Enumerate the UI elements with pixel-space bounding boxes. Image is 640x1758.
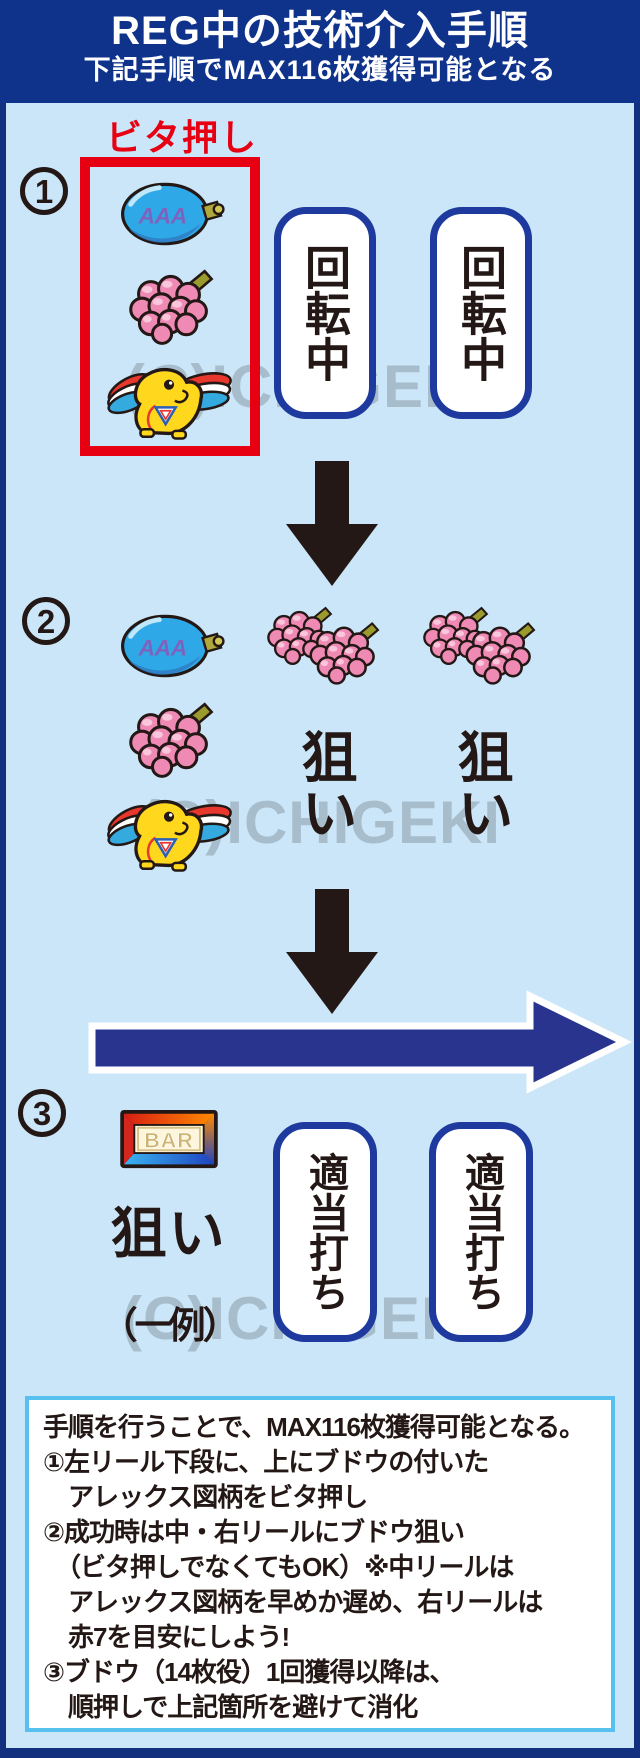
grapes-symbol — [128, 702, 213, 778]
bar-symbol — [118, 1108, 219, 1169]
footnote-line: ②成功時は中・右リールにブドウ狙い — [43, 1517, 465, 1547]
reel-cell — [95, 357, 243, 441]
instruction-label: 回転中 — [455, 244, 507, 382]
grapes-double-symbol — [256, 604, 394, 688]
page-subtitle: 下記手順でMAX116枚獲得可能となる — [83, 55, 557, 85]
step-number-3: 3 — [18, 1089, 66, 1137]
footnote-line: アレックス図柄をビタ押し — [43, 1482, 368, 1512]
instruction-label: 狙い — [450, 728, 513, 840]
right-arrow-icon — [88, 990, 632, 1094]
instruction-label: 適当打ち — [303, 1152, 347, 1312]
footnote-line: 順押しで上記箇所を避けて消化 — [43, 1692, 418, 1722]
instruction-label: 狙い — [294, 728, 357, 840]
alex-symbol — [105, 606, 233, 686]
bita-oshi-highlight-frame — [80, 157, 260, 456]
reel-instruction-狙い: 狙い — [436, 695, 526, 873]
reel-cell — [407, 604, 555, 688]
bird-symbol — [102, 798, 235, 873]
down-arrow-icon — [286, 889, 378, 1015]
cell-label: （一例） — [100, 1305, 240, 1347]
down-arrow-icon — [286, 461, 378, 587]
reel-cell — [251, 604, 399, 688]
reel-cell — [95, 1095, 243, 1179]
header: REG中の技術介入手順 下記手順でMAX116枚獲得可能となる — [0, 0, 640, 103]
footnote-line: 手順を行うことで、MAX116枚獲得可能となる。 — [43, 1412, 585, 1442]
bita-oshi-label: ビタ押し — [106, 117, 259, 158]
grapes-double-symbol — [412, 604, 550, 688]
footnote-line: （ビタ押しでなくてもOK）※中リールは — [43, 1552, 514, 1582]
reel-cell — [95, 172, 243, 256]
reel-instruction-適当打ち: 適当打ち — [429, 1122, 533, 1342]
reel-instruction-狙い: 狙い — [280, 695, 370, 873]
footnote-line: 赤7を目安にしよう! — [43, 1622, 290, 1652]
reel-instruction-回転中: 回転中 — [274, 207, 376, 419]
footnote-lines: 手順を行うことで、MAX116枚獲得可能となる。 ①左リール下段に、上にブドウの付… — [43, 1410, 603, 1725]
instruction-label: 回転中 — [299, 244, 351, 382]
footnote-box: 手順を行うことで、MAX116枚獲得可能となる。 ①左リール下段に、上にブドウの付… — [25, 1396, 615, 1732]
reel-instruction-適当打ち: 適当打ち — [273, 1122, 377, 1342]
footnote-line: ③ブドウ（14枚役）1回獲得以降は、 — [43, 1657, 455, 1687]
cell-label: 狙い — [110, 1201, 227, 1265]
page-title: REG中の技術介入手順 — [111, 9, 529, 53]
reel-cell — [95, 604, 243, 688]
step-number-2: 2 — [22, 597, 70, 645]
reel-cell — [95, 789, 243, 873]
step-number-1: 1 — [20, 167, 68, 215]
reel-cell: 狙い — [95, 1187, 243, 1272]
instruction-label: 適当打ち — [459, 1152, 503, 1312]
reel-instruction-回転中: 回転中 — [430, 207, 532, 419]
footnote-line: アレックス図柄を早めか遅め、右リールは — [43, 1587, 543, 1617]
footnote-line: ①左リール下段に、上にブドウの付いた — [43, 1447, 489, 1477]
